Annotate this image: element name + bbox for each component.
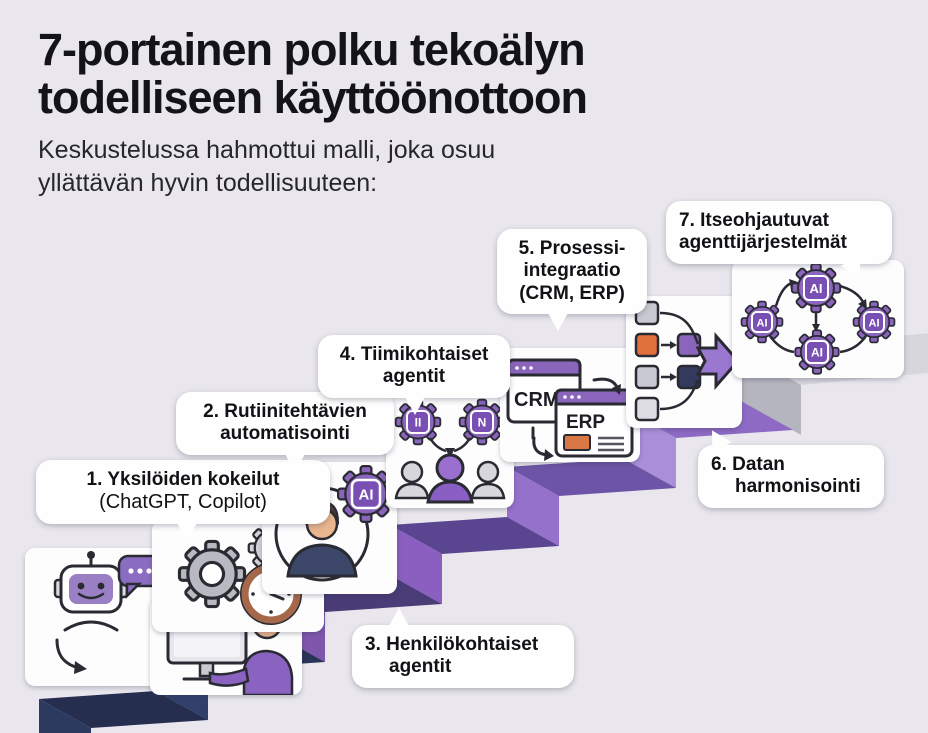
ai-gear-badge-icon: AI (336, 464, 396, 524)
robot-chatbot-icon (53, 551, 163, 674)
callout-tail (388, 608, 410, 628)
ai-gear-top-icon: AI (790, 262, 842, 314)
step-5-label: 5. Prosessi- (518, 238, 626, 259)
callout-tail (547, 311, 569, 332)
erp-window-icon: ERP (554, 388, 634, 458)
step-6-callout: 6. Datan harmonisointi (698, 424, 884, 508)
team-group-icon (394, 453, 506, 504)
staircase-step-1-side (39, 699, 91, 733)
curved-arrow-icon (55, 638, 87, 674)
ai-gear-right-icon: AI (852, 300, 896, 344)
staircase-step-1-tread (39, 691, 208, 728)
step-5-callout: 5. Prosessi- integraatio (CRM, ERP) (497, 229, 647, 332)
page-title: 7-portainen polku tekoälyn todelliseen k… (38, 24, 588, 124)
step-3-label: 3. Henkilökohtaiset (365, 634, 539, 655)
agent-network-card: AI AI AI AI (732, 260, 904, 378)
staircase-step-5-side (507, 467, 559, 546)
step-6-label: 6. Datan (711, 454, 785, 475)
data-harmonization-icon (634, 300, 740, 422)
svg-text:II: II (415, 416, 422, 430)
page-subtitle-line-1: Keskustelussa hahmottui malli, joka osuu (38, 136, 496, 165)
app-gear-right-icon: N (458, 398, 506, 446)
page-subtitle: Keskustelussa hahmottui malli, joka osuu… (38, 134, 587, 200)
svg-text:AI: AI (757, 318, 768, 330)
page-subtitle-line-2: yllättävän hyvin todellisuuteen: (38, 169, 378, 198)
callout-tail (404, 394, 426, 415)
page-title-line-1: 7-portainen polku tekoälyn (38, 24, 586, 75)
chat-bubble-icon (117, 554, 163, 600)
crm-erp-icon: CRM ERP (506, 358, 634, 461)
svg-text:N: N (478, 416, 487, 430)
ai-gear-bottom-icon: AI (794, 329, 840, 375)
callout-tail (176, 521, 198, 541)
step-7-callout: 7. Itseohjautuvat agenttijärjestelmät (666, 201, 892, 284)
step-4-label: 4. Tiimikohtaiset (339, 344, 489, 365)
step-3-callout: 3. Henkilökohtaiset agentit (352, 608, 574, 688)
staircase-step-4-side (390, 525, 442, 604)
svg-text:AI: AI (359, 487, 374, 504)
svg-text:AI: AI (869, 318, 880, 330)
step-2-label: 2. Rutiinitehtävien (203, 401, 367, 422)
step-7-label: 7. Itseohjautuvat (679, 210, 829, 231)
svg-text:AI: AI (811, 346, 823, 360)
step-4-callout: 4. Tiimikohtaiset agentit (318, 335, 510, 415)
data-harmonization-card (626, 296, 742, 428)
step-1-sublabel: (ChatGPT, Copilot) (99, 491, 267, 514)
staircase-step-4-tread (390, 517, 559, 554)
sync-arrows-icon (531, 377, 621, 461)
ai-gear-left-icon: AI (740, 300, 784, 344)
team-agents-card: II N (386, 396, 514, 508)
step-1-label: 1. Yksilöiden kokeilut (86, 469, 280, 490)
agent-network-icon: AI AI AI AI (740, 262, 896, 375)
svg-text:ERP: ERP (566, 412, 605, 433)
robot-chatbot-card (25, 548, 165, 686)
svg-text:CRM: CRM (514, 389, 560, 411)
step-1-callout: 1. Yksilöiden kokeilut (ChatGPT, Copilot… (36, 460, 330, 541)
page-title-line-2: todelliseen käyttöönottoon (38, 72, 588, 124)
callout-tail (284, 451, 306, 472)
crm-erp-card: CRM ERP (500, 348, 640, 462)
merge-arrow-icon (695, 332, 740, 390)
staircase-step-5-tread (507, 459, 676, 496)
step-2-callout: 2. Rutiinitehtävien automatisointi (176, 392, 394, 472)
svg-text:AI: AI (810, 281, 823, 296)
large-gear-icon (177, 539, 247, 609)
